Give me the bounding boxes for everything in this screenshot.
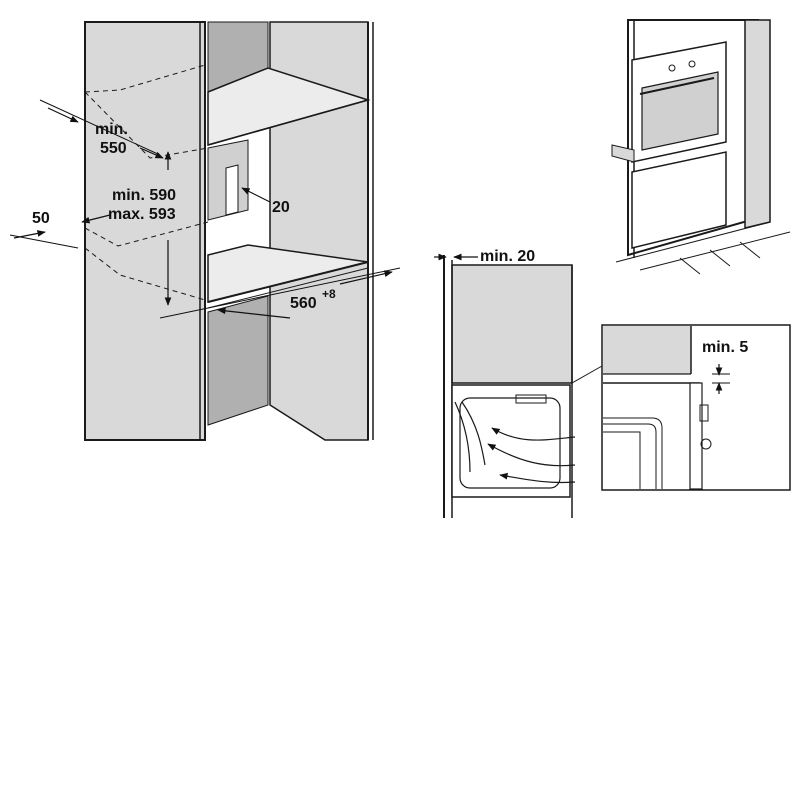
section-view: min. 20 — [434, 248, 603, 518]
depth-min-label: min. — [95, 121, 128, 138]
detail-view: min. 5 — [601, 324, 791, 491]
vent-gap-label: 20 — [272, 199, 290, 216]
gap-clearance-label: min. 5 — [702, 339, 748, 356]
height-min-label: min. 590 — [112, 187, 176, 204]
depth-value-label: 550 — [100, 140, 127, 157]
cabinet-perspective: min. 550 min. 590 max. 593 50 20 560 +8 — [9, 21, 401, 441]
width-value-label: 560 — [290, 295, 317, 312]
installed-oven-view — [611, 19, 791, 275]
top-clearance-label: min. 20 — [480, 248, 535, 265]
side-offset-label: 50 — [32, 210, 50, 227]
width-tolerance-label: +8 — [322, 287, 336, 301]
height-max-label: max. 593 — [108, 206, 176, 223]
